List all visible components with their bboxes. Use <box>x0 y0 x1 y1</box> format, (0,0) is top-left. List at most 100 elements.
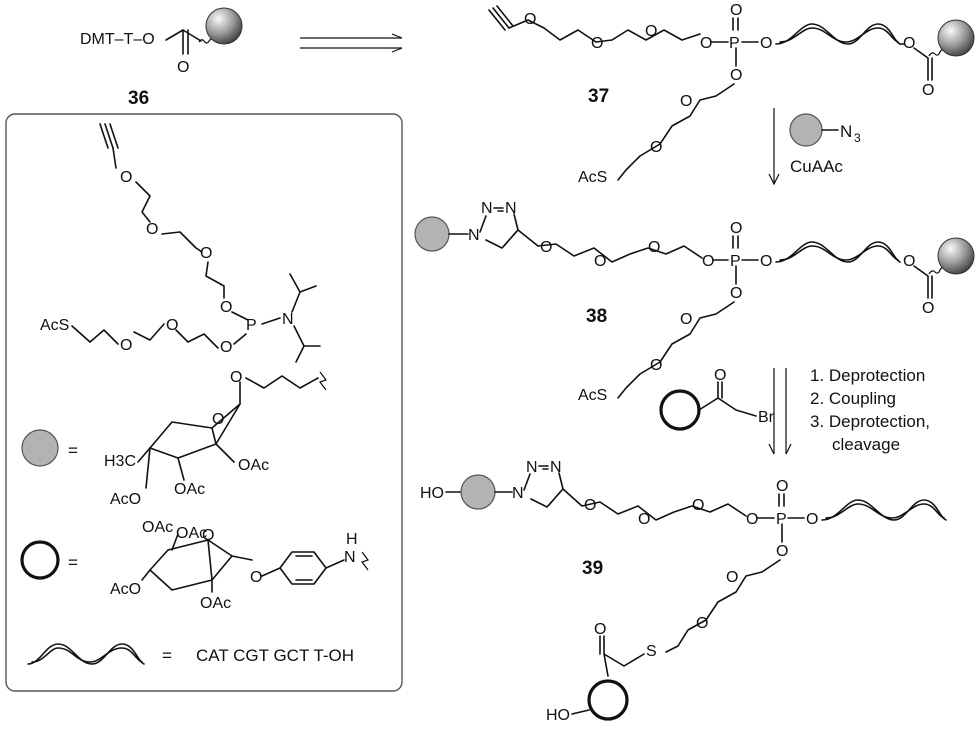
atom-o: O <box>645 23 657 40</box>
atom-p: P <box>729 35 740 52</box>
atom-br: Br <box>758 409 775 426</box>
atom-ho: HO <box>420 485 444 502</box>
atom-o: O <box>903 35 915 52</box>
atom-o: O <box>680 311 692 328</box>
phosphoramidite-structure: O O O O P N O O O AcS <box>40 123 321 363</box>
atom-o: O <box>696 615 708 632</box>
dna-strand <box>821 499 947 521</box>
atom-acs: AcS <box>578 169 607 186</box>
atom-o: O <box>922 82 934 99</box>
atom-oac: OAc <box>174 481 205 498</box>
grey-sugar <box>460 474 496 510</box>
carbonyl-bond <box>182 29 189 55</box>
triazole-ring <box>479 207 519 249</box>
atom-o: O <box>730 220 742 237</box>
atom-p: P <box>730 253 741 270</box>
atom-h3c: H3C <box>104 453 136 470</box>
atom-o: O <box>648 239 660 256</box>
atom-n: N <box>481 200 493 217</box>
compound-37: O O O O P O O O O O O O AcS 37 <box>488 2 975 186</box>
step-cleavage: cleavage <box>832 435 900 454</box>
atom-o: O <box>702 253 714 270</box>
compound-label-38: 38 <box>586 306 607 327</box>
atom-oac: OAc <box>238 457 269 474</box>
reaction-arrow-2: N 3 CuAAc <box>768 108 861 186</box>
atom-o: O <box>806 511 818 528</box>
peg-chain <box>508 19 701 43</box>
atom-o: O <box>594 621 606 638</box>
azide-subscript: 3 <box>854 131 861 145</box>
compound-36: DMT–T–O O 36 <box>80 7 243 109</box>
dna-strand <box>775 23 901 45</box>
atom-o: O <box>524 11 536 28</box>
atom-o: O <box>700 35 712 52</box>
atom-acs: AcS <box>40 317 69 334</box>
atom-o: O <box>650 139 662 156</box>
atom-o: O <box>250 569 262 586</box>
atom-o: O <box>922 300 934 317</box>
atom-o: O <box>594 253 606 270</box>
step-deprotection: 1. Deprotection <box>810 366 925 385</box>
atom-o: O <box>760 253 772 270</box>
grey-sugar <box>414 216 450 252</box>
equals-sign: = <box>68 553 78 572</box>
atom-o: O <box>650 357 662 374</box>
atom-o: O <box>146 221 158 238</box>
atom-n: N <box>512 485 524 502</box>
white-sugar-symbol <box>20 540 60 580</box>
azide-label: N <box>840 122 852 141</box>
equals-sign: = <box>68 441 78 460</box>
white-sugar-reagent <box>659 389 701 431</box>
atom-o: O <box>166 317 178 334</box>
atom-oac: OAc <box>176 525 207 542</box>
atom-aco: AcO <box>110 491 141 508</box>
white-sugar <box>587 679 629 721</box>
atom-o: O <box>760 35 772 52</box>
solid-support-bead <box>205 7 243 45</box>
reaction-arrow-1 <box>300 33 403 53</box>
atom-aco: AcO <box>110 581 141 598</box>
atom-ho: HO <box>546 707 570 724</box>
alkyne <box>99 123 119 149</box>
legend-box <box>5 113 403 692</box>
atom-acs: AcS <box>578 387 607 404</box>
atom-o: O <box>638 511 650 528</box>
atom-p: P <box>246 317 257 334</box>
atom-o: O <box>120 337 132 354</box>
legend-dna: = CAT CGT GCT T-OH <box>27 643 354 665</box>
bond <box>165 29 202 42</box>
dna-sequence: CAT CGT GCT T-OH <box>196 646 354 665</box>
atom-n: N <box>505 200 517 217</box>
atom-n: N <box>282 311 294 328</box>
atom-o: O <box>200 245 212 262</box>
reaction-arrow-3: O Br 1. Deprotection 2. Coupling 3. Depr… <box>659 366 930 455</box>
step-deprotection-cleavage: 3. Deprotection, <box>810 412 930 431</box>
solid-support-bead <box>937 237 975 275</box>
atom-o: O <box>177 59 189 76</box>
atom-o: O <box>776 478 788 495</box>
compound-label-37: 37 <box>588 86 609 107</box>
grey-sugar-reagent <box>789 113 823 147</box>
atom-oac: OAc <box>200 595 231 612</box>
atom-h: H <box>346 531 358 548</box>
alkyne <box>488 5 514 31</box>
dna-strand <box>775 241 901 263</box>
atom-o: O <box>730 67 742 84</box>
atom-o: O <box>730 2 742 19</box>
triazole-ring <box>523 465 564 508</box>
equals-sign: = <box>162 646 172 665</box>
step-coupling: 2. Coupling <box>810 389 896 408</box>
grey-sugar-symbol <box>21 429 59 467</box>
atom-o: O <box>584 497 596 514</box>
legend-white-sugar: = O OAc OAc O N H OAc AcO <box>20 519 369 612</box>
atom-o: O <box>591 35 603 52</box>
atom-o: O <box>692 497 704 514</box>
atom-p: P <box>776 511 787 528</box>
atom-s: S <box>646 643 657 660</box>
atom-o: O <box>903 253 915 270</box>
atom-o: O <box>202 527 214 544</box>
atom-o: O <box>714 367 726 384</box>
dmt-t-o-label: DMT–T–O <box>80 31 155 48</box>
